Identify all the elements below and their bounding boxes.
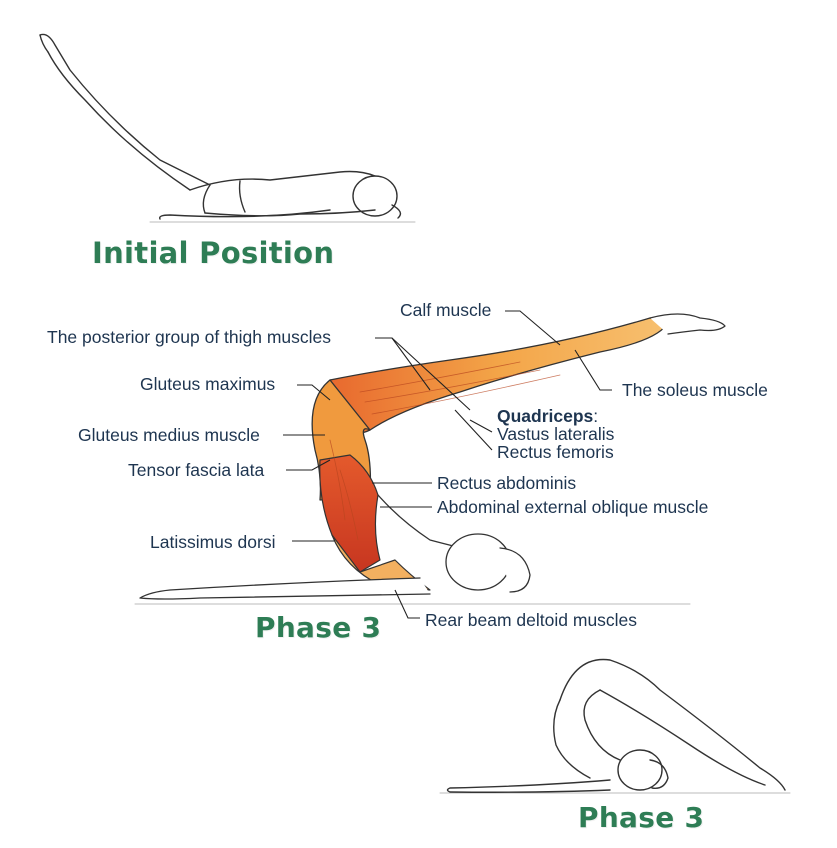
- title-phase-middle: Phase 3: [255, 611, 382, 644]
- label-rectus-abdominis: Rectus abdominis: [437, 473, 577, 493]
- label-quadriceps-heading: Quadriceps: [497, 406, 594, 426]
- label-gluteus-maximus: Gluteus maximus: [140, 374, 276, 394]
- label-gluteus-medius: Gluteus medius muscle: [78, 425, 260, 445]
- title-initial-position: Initial Position: [92, 236, 335, 270]
- title-phase-bottom: Phase 3: [578, 801, 705, 834]
- figure-phase3-anatomy: [134, 313, 726, 605]
- label-posterior-thigh: The posterior group of thigh muscles: [47, 327, 332, 347]
- label-latissimus-dorsi: Latissimus dorsi: [150, 532, 276, 552]
- label-quadriceps: Quadriceps:: [497, 406, 598, 427]
- label-abdominal-oblique: Abdominal external oblique muscle: [437, 497, 709, 517]
- label-soleus: The soleus muscle: [622, 380, 768, 400]
- label-rear-deltoid: Rear beam deltoid muscles: [425, 610, 638, 630]
- label-quadriceps-colon: :: [593, 406, 599, 426]
- label-vastus-lateralis: Vastus lateralis: [497, 424, 615, 444]
- label-leader-lines: [283, 310, 612, 619]
- label-rectus-femoris: Rectus femoris: [497, 442, 614, 462]
- label-calf-muscle: Calf muscle: [400, 300, 492, 320]
- figure-initial-position: [39, 33, 416, 223]
- figure-phase3-outline: [439, 658, 791, 794]
- label-tensor-fascia-lata: Tensor fascia lata: [128, 460, 265, 480]
